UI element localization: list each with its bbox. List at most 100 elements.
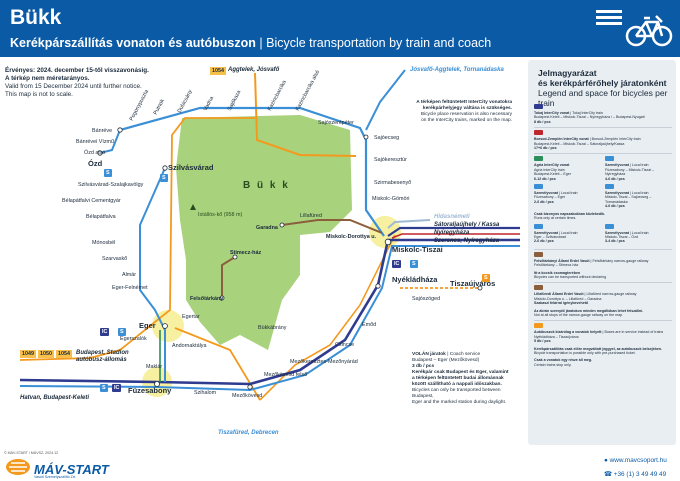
volan-title-en: Coach service bbox=[449, 352, 481, 357]
ic-line-main bbox=[19, 238, 520, 386]
legend-item-local-tornanadaska: Személyvonat | Local train Miskolc-Tisza… bbox=[605, 184, 672, 209]
destination-hatvan: Hatvan, Budapest-Keleti bbox=[20, 395, 90, 401]
local-line-main bbox=[19, 245, 520, 392]
legend-item-agria-ic: Agria InterCity vonat Agria InterCity tr… bbox=[534, 156, 601, 181]
website-link[interactable]: ● www.mavcsoport.hu bbox=[604, 457, 667, 464]
dot-szilvasvarad bbox=[162, 165, 168, 171]
legend-item-sub: Runs only at certain times. bbox=[534, 216, 577, 221]
station-miskolc-dorottya: Miskolc-Dorottya u. bbox=[326, 234, 377, 240]
legend-item-sub: Borsod-Zemplén InterCity train bbox=[591, 137, 641, 142]
dot-tiszaujvaros bbox=[477, 285, 483, 291]
local-train-icon bbox=[605, 156, 614, 162]
ic-note-hu-2: kerékpárhelyjegy váltása is szükséges. bbox=[422, 106, 512, 111]
legend-title-hu2: és kerékpárférőhely járatonként bbox=[538, 78, 667, 88]
legend-item-route: Miskolc-Tiszai – Sajóecseg – Tornanádask… bbox=[605, 195, 652, 204]
bicycle-icon bbox=[596, 10, 673, 47]
station-mezokovesd-felso: Mezőkövesd felső bbox=[264, 372, 308, 378]
legend-item-sub: Tokaj InterCity train bbox=[572, 111, 603, 115]
route-map: B ü k k Istállós-kő (958 m) Pogonypuszta… bbox=[0, 60, 525, 445]
station-miskolc-tiszai: Miskolc-Tiszai bbox=[392, 245, 443, 254]
narrow-gauge-icon bbox=[534, 285, 543, 291]
brand-subtitle: Vasúti Személyszállító Zrt. bbox=[34, 475, 77, 479]
scale-en: This map is not to scale. bbox=[5, 91, 73, 98]
legend-item-certain-times: Csak bizonyos napszakokban közlekedik. R… bbox=[534, 212, 672, 221]
local-train-icon bbox=[534, 184, 543, 190]
narrow-gauge-lillafured bbox=[281, 219, 383, 234]
ic-train-icon bbox=[534, 104, 543, 109]
station-garadna: Garadna bbox=[256, 225, 278, 231]
legend-item-title: Személyvonat bbox=[534, 230, 558, 235]
legend-item-prepurchase: Kerékpárszállítás csak előre megváltott … bbox=[534, 347, 672, 356]
station-lillafured: Lillafüred bbox=[300, 213, 322, 219]
local-train-icon bbox=[534, 223, 543, 229]
legend-item-sub: Lillafüred narrow-gauge railway bbox=[586, 292, 637, 297]
phone-number[interactable]: ☎ +36 (1) 3 49 49 49 bbox=[604, 471, 667, 478]
volan-route: Budapest – Eger (Mezőkövesd) bbox=[412, 358, 480, 363]
station-csincse: Csincse bbox=[335, 342, 355, 348]
station-szilvasvarad: Szilvásvárad bbox=[168, 163, 214, 172]
station-tiszaujvaros: Tiszaújváros bbox=[450, 279, 496, 288]
station-belapatfalva: Bélapátfalva bbox=[86, 214, 116, 220]
legend-item-sub: Local train bbox=[631, 163, 649, 168]
ic-train-icon bbox=[534, 130, 543, 136]
local-train-icon bbox=[605, 184, 614, 190]
legend-item-title: Felsőtárkányi Állami Erdei Vasút bbox=[534, 258, 590, 263]
dot-stimecz bbox=[232, 254, 238, 260]
region-label: B ü k k bbox=[243, 180, 290, 191]
dot-fuzesabony bbox=[153, 380, 160, 387]
legend-item-route: Miskolc-Tiszai – Ózd bbox=[605, 234, 639, 239]
legend-item-capacity: 5 db / pcs bbox=[534, 339, 551, 344]
legend-item-all-stops: Az ábrán szereplő járatokon minden megál… bbox=[534, 309, 672, 318]
legend-divider bbox=[534, 248, 672, 250]
legend-row: Személyvonat | Local train Füzesabony – … bbox=[534, 184, 672, 212]
badge-bus-tiszaujvaros: S bbox=[482, 274, 490, 282]
legend-item-local-eger: Személyvonat | Local train Füzesabony – … bbox=[534, 184, 601, 209]
legend-divider bbox=[534, 127, 672, 129]
page-footer: © MÁV-START / MÁVSZ, 2024.12 MÁV-START V… bbox=[0, 448, 680, 481]
station-eger: Eger bbox=[139, 321, 156, 330]
local-train-icon bbox=[605, 223, 614, 229]
legend-item-sub: Local train bbox=[631, 230, 649, 235]
dot-felsotarkany bbox=[219, 295, 225, 301]
badge-ic-eger: IC bbox=[100, 328, 110, 336]
legend-item-title: Csak a vonatok egy része áll meg. bbox=[534, 358, 593, 363]
legend-item-lillafured-railway: Lillafüredi Állami Erdei Vasút | Lillafü… bbox=[534, 285, 672, 305]
station-stimecz-haz: Stimecz-ház bbox=[230, 250, 262, 256]
legend-item-capacity: 2-6 db / pcs bbox=[534, 239, 554, 244]
badge-s-fuzesabony: S bbox=[100, 384, 108, 392]
legend-item-title: Az ábrán szereplő járatokon minden megál… bbox=[534, 308, 644, 313]
legend-item-title: Borsod-Zemplén InterCity vonat bbox=[534, 137, 589, 142]
narrow-gauge-felsotarkany bbox=[221, 256, 236, 298]
legend-item-route: Miskolc-Dorottya u. – Lillafüred – Garad… bbox=[534, 296, 602, 301]
subtitle-en: Bicycle transportation by train and coac… bbox=[266, 36, 492, 50]
station-ozd: Ózd bbox=[88, 159, 103, 168]
badge-ic-miskolc: IC bbox=[392, 260, 402, 268]
badge-s-miskolc: S bbox=[410, 260, 418, 268]
legend-item-local-ozd: Személyvonat | Local train Miskolc-Tisza… bbox=[605, 223, 672, 244]
local-line-aggtelek bbox=[365, 69, 406, 131]
phone-text: +36 (1) 3 49 49 49 bbox=[613, 471, 667, 478]
route-number-1049: 1049 bbox=[20, 350, 36, 358]
route-number-1054: 1054 bbox=[210, 67, 226, 75]
legend-item-luggage: Itt a kocsik csomagterében Bicycles can … bbox=[534, 271, 672, 280]
ic-line-nyiregyhaza bbox=[391, 233, 520, 239]
dot-nyekladhaza bbox=[375, 283, 381, 289]
volan-text-3: között szállítható a nappali időszakban. bbox=[412, 382, 502, 387]
legend-item-route: Eger – Szilvásvárad bbox=[534, 234, 566, 239]
legend-item-certain-trains: Csak a vonatok egy része áll meg. Certai… bbox=[534, 358, 672, 367]
legend-item-sub: Local train bbox=[560, 230, 578, 235]
station-sajoszoged: Sajószöged bbox=[412, 296, 441, 302]
destination-szerencs: Szerencs, Nyíregyháza bbox=[434, 238, 500, 244]
legend-item-title: Személyvonat bbox=[534, 191, 558, 196]
legend-item-title: Lillafüredi Állami Erdei Vasút bbox=[534, 292, 584, 297]
legend-item-felsotarkany-railway: Felsőtárkányi Állami Erdei Vasút | Felső… bbox=[534, 251, 672, 268]
local-line-ozd-banreve bbox=[99, 129, 121, 154]
legend-item-capacity: 4-6 db / pcs bbox=[605, 204, 625, 209]
legend-item-capacity: 6-12 db / pcs bbox=[534, 176, 556, 181]
legend-items: Tokaj InterCity vonat | Tokaj InterCity … bbox=[534, 104, 672, 370]
legend-item-title: Személyvonat bbox=[605, 230, 629, 235]
legend-item-borsod-ic: Borsod-Zemplén InterCity vonat | Borsod-… bbox=[534, 130, 672, 150]
destination-nyiregyhaza: Nyíregyháza bbox=[434, 230, 470, 236]
station-mezokeresztes: Mezőkeresztes-Mezőnyárád bbox=[290, 359, 358, 365]
legend-item-capacity: 17+6 db / pcs bbox=[534, 146, 557, 151]
